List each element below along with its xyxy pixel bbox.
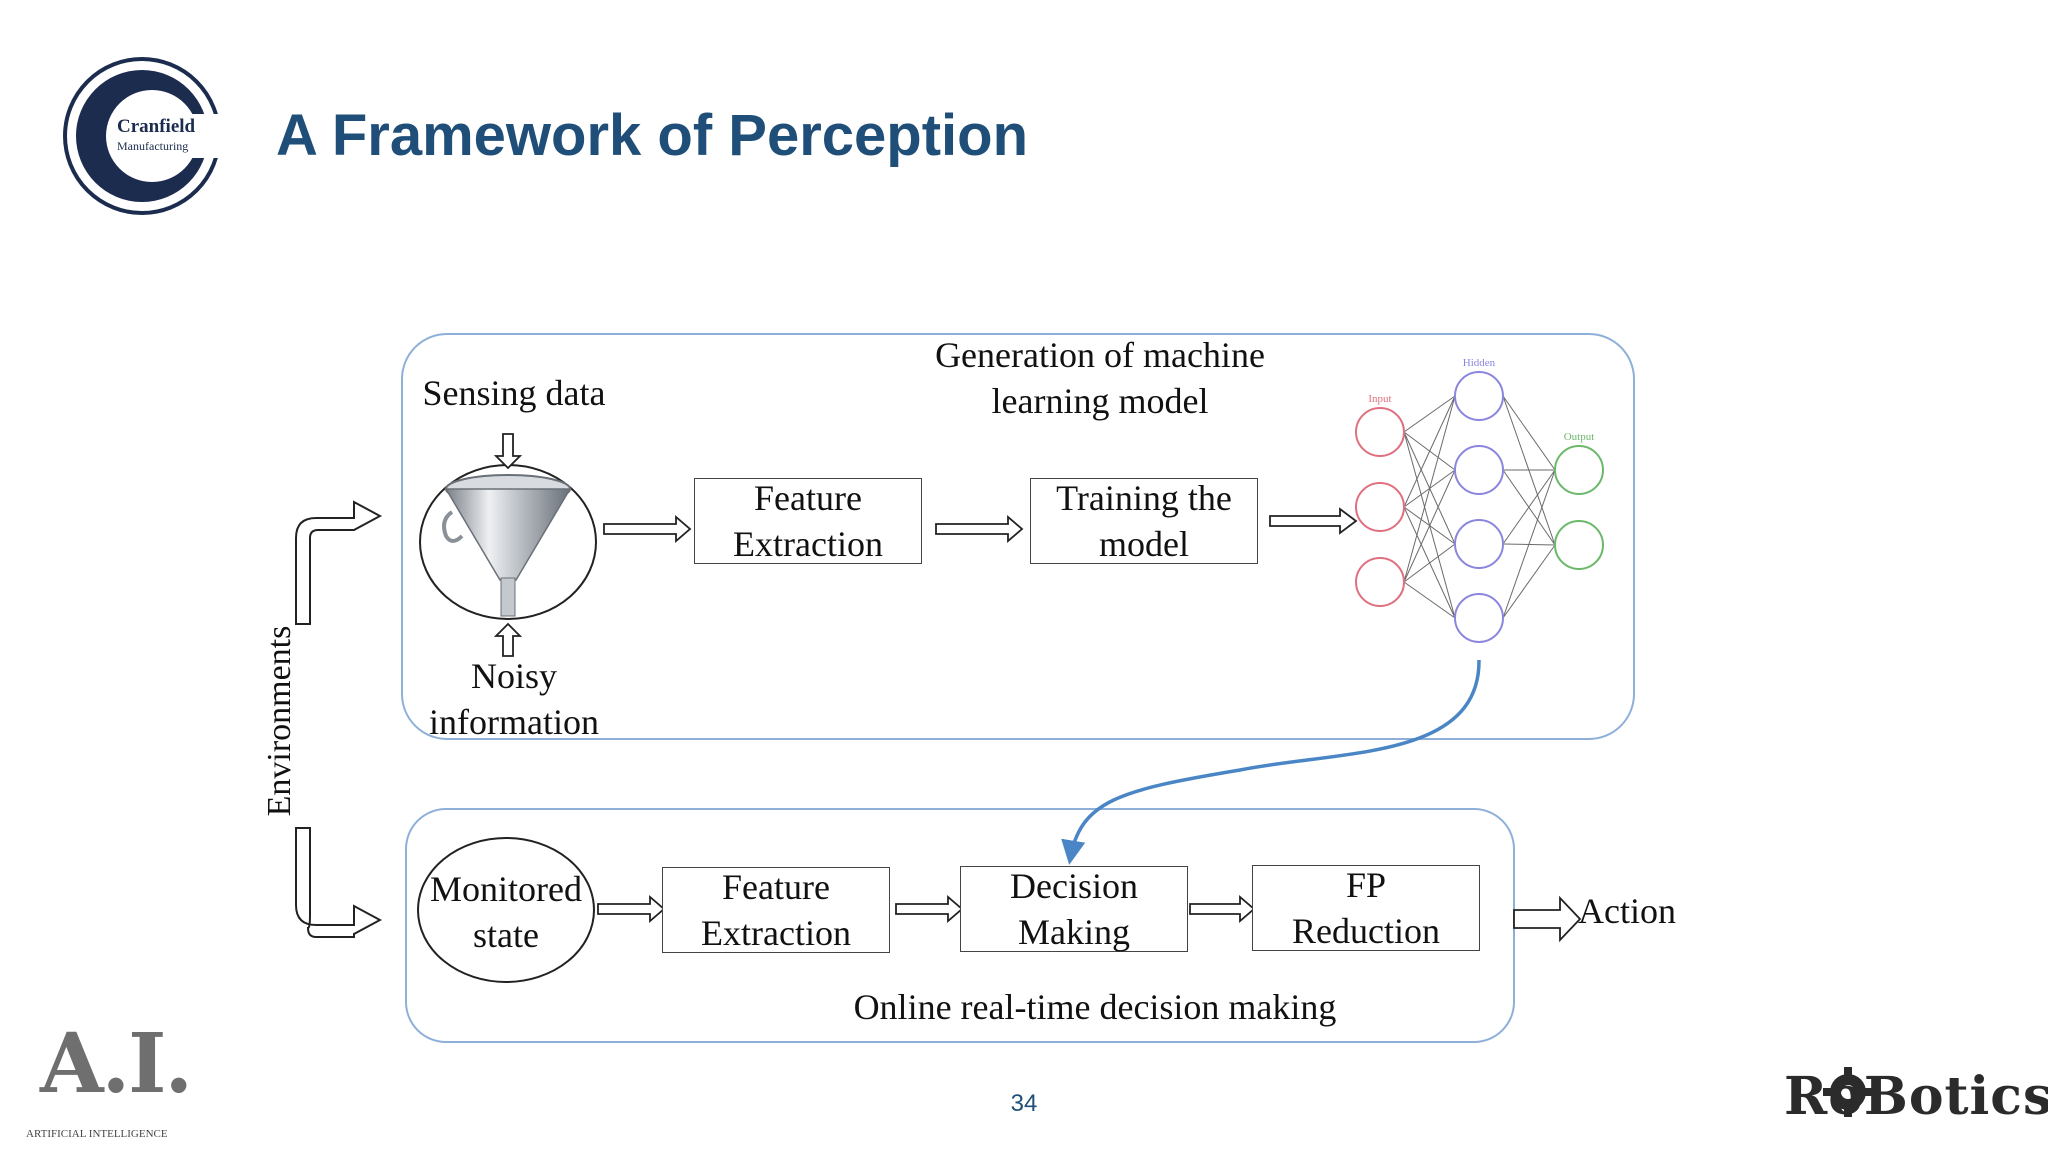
cranfield-logo	[62, 56, 222, 216]
sensing-input-arrows	[493, 433, 523, 657]
funnel-icon	[442, 474, 572, 617]
monitored-state-label: Monitored state	[418, 866, 594, 958]
model-deployment-arrow	[1061, 659, 1481, 865]
model-generation-panel	[401, 333, 1635, 740]
nn-input-label: Input	[1368, 393, 1391, 405]
nn-input-nodes	[1355, 407, 1405, 607]
environment-branch-arrows	[295, 500, 383, 938]
monitored-state-ellipse	[417, 837, 595, 983]
neural-network-diagram	[1403, 395, 1556, 619]
training-model-box: Training the model	[1030, 478, 1258, 564]
feature-extraction-bottom-line2: Extraction	[701, 913, 851, 953]
model-generation-heading: Generation of machine learning model	[880, 332, 1320, 424]
nn-hidden-nodes	[1454, 371, 1504, 643]
decision-line1: Decision	[1010, 866, 1138, 906]
cranfield-logo-name: Cranfield	[117, 116, 196, 137]
training-line1: Training the	[1056, 478, 1232, 518]
nn-output-label: Output	[1564, 431, 1595, 443]
bottom-flow-arrows	[597, 895, 1582, 943]
decision-line2: Making	[1018, 912, 1130, 952]
ai-logo: A.I. ARTIFICIAL INTELLIGENCE	[26, 1016, 193, 1146]
noisy-line2: information	[429, 702, 599, 742]
fp-reduction-box: FP Reduction	[1252, 865, 1480, 951]
fp-line2: Reduction	[1292, 911, 1440, 951]
page-title: A Framework of Perception	[276, 103, 1029, 168]
monitored-line2: state	[473, 915, 539, 955]
nn-output-nodes	[1554, 445, 1604, 570]
robotics-logo: RoBotics	[1784, 1066, 2048, 1127]
online-decision-caption: Online real-time decision making	[853, 987, 1337, 1027]
cranfield-logo-subname: Manufacturing	[117, 139, 189, 153]
environments-label: Environments	[261, 625, 298, 817]
action-label: Action	[1578, 891, 1676, 931]
model-generation-heading-line2: learning model	[991, 381, 1209, 421]
training-line2: model	[1099, 524, 1189, 564]
robotics-gear-icon	[1823, 1067, 1873, 1117]
ai-logo-caption: ARTIFICIAL INTELLIGENCE	[26, 1128, 168, 1140]
nn-hidden-label: Hidden	[1463, 357, 1496, 369]
model-generation-heading-line1: Generation of machine	[935, 335, 1265, 375]
page-number: 34	[1010, 1090, 1038, 1117]
monitored-line1: Monitored	[430, 869, 582, 909]
ai-logo-mark: A.I.	[40, 1016, 193, 1112]
noisy-information-label: Noisy information	[404, 653, 624, 745]
fp-line1: FP	[1345, 865, 1387, 905]
feature-extraction-bottom-line1: Feature	[722, 867, 830, 907]
top-flow-arrows	[603, 507, 1358, 543]
feature-extraction-top-line1: Feature	[754, 478, 862, 518]
sensing-data-label: Sensing data	[422, 373, 606, 413]
feature-extraction-top-line2: Extraction	[733, 524, 883, 564]
noisy-line1: Noisy	[470, 656, 557, 696]
